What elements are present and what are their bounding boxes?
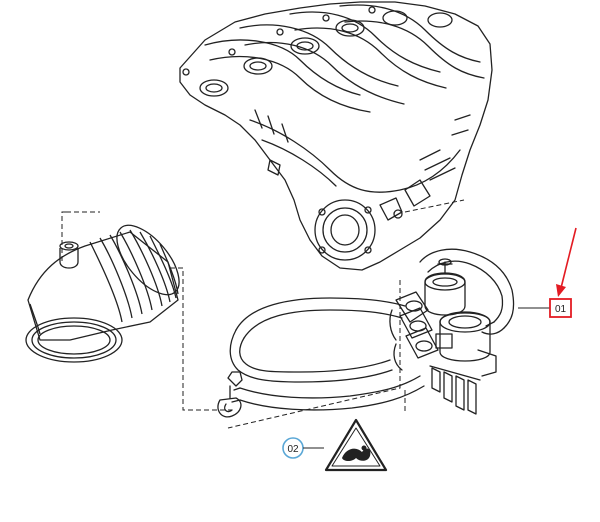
air-intake-bellows [25,224,180,363]
callout-part-02[interactable]: 02 [282,437,324,459]
callout-01-label: 01 [555,304,567,315]
breather-hose-assembly [217,248,515,418]
intake-manifold [179,1,493,271]
callout-02-label: 02 [287,444,299,455]
callout-part-01[interactable]: 01 [518,298,572,318]
arrow-head-icon [556,284,566,297]
highlight-arrow [556,227,577,297]
warning-triangle-icon [324,418,388,472]
callout-01-highlight-box [549,298,572,318]
